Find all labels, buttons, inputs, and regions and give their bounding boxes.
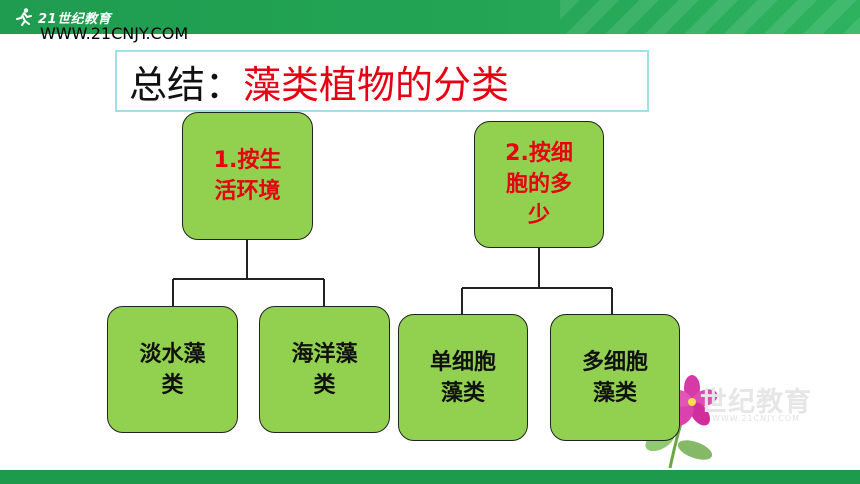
logo: 21世纪教育 <box>14 6 111 28</box>
header-bar: 21世纪教育 WWW.21CNJY.COM <box>0 0 860 43</box>
node-by-environment: 1.按生 活环境 <box>182 112 313 240</box>
node-line: 2.按细 <box>505 141 573 166</box>
node-line: 类 <box>161 372 184 398</box>
node-line: 藻类 <box>440 380 485 406</box>
node-line: 1.按生 <box>213 148 282 173</box>
runner-icon <box>16 8 32 26</box>
node-line: 胞的多 <box>505 172 572 197</box>
node-line: 少 <box>527 203 550 228</box>
node-by-cell-count: 2.按细 胞的多 少 <box>474 121 604 248</box>
footer-bar <box>0 470 860 484</box>
logo-text: 21世纪教育 <box>38 11 112 27</box>
node-line: 类 <box>313 372 336 398</box>
watermark-text: 世纪教育 <box>700 387 812 418</box>
node-multicellular-algae: 多细胞 藻类 <box>550 314 680 441</box>
title-box: 总结： 藻类植物的分类 <box>115 50 649 112</box>
header-stripes <box>560 0 860 34</box>
node-line: 藻类 <box>592 380 637 406</box>
node-line: 单细胞 <box>429 349 496 375</box>
node-marine-algae: 海洋藻 类 <box>259 306 390 433</box>
node-line: 海洋藻 <box>291 341 358 367</box>
title-main: 藻类植物的分类 <box>243 62 510 107</box>
title-prefix: 总结： <box>129 62 244 107</box>
node-freshwater-algae: 淡水藻 类 <box>107 306 238 433</box>
logo-subtext: WWW.21CNJY.COM <box>40 24 189 43</box>
node-line: 淡水藻 <box>139 341 206 367</box>
node-line: 活环境 <box>214 179 281 204</box>
node-line: 多细胞 <box>581 349 648 375</box>
watermark-subtext: WWW.21CNJY.COM <box>712 414 801 423</box>
node-unicellular-algae: 单细胞 藻类 <box>398 314 528 441</box>
